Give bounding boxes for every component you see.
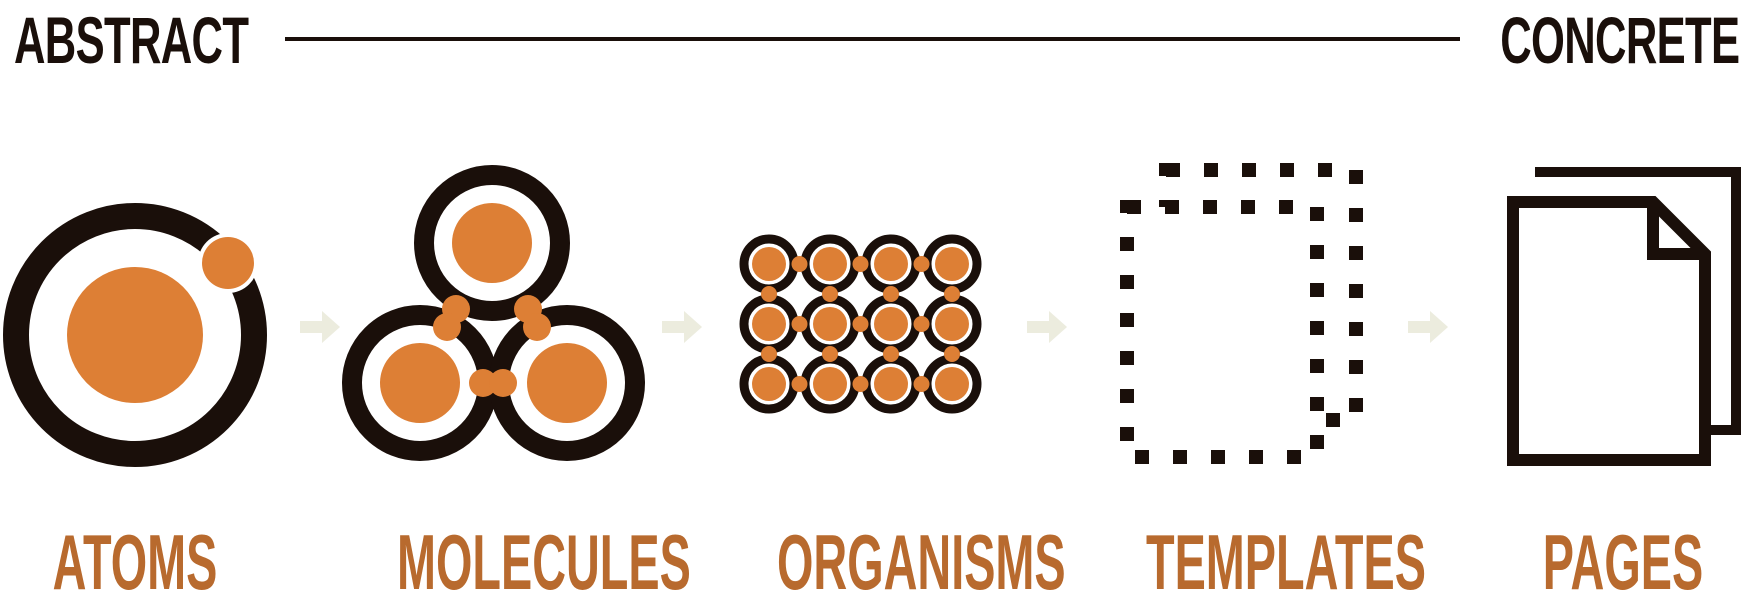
atom-icon [3,203,267,467]
abstract-label: ABSTRACT [14,3,249,77]
page-icon [1507,167,1741,466]
arrow-icon [300,311,340,343]
molecule-icon [342,165,645,461]
molecules-label: MOLECULES [397,518,691,606]
arrow-icon [1027,311,1067,343]
organism-icon [739,234,982,414]
concrete-label: CONCRETE [1499,3,1740,77]
arrow-icon [1408,311,1448,343]
organisms-label: ORGANISMS [777,518,1066,606]
arrow-icon [662,311,702,343]
templates-label: TEMPLATES [1146,518,1426,606]
spectrum-line [285,37,1460,41]
template-icon [1120,163,1363,464]
pages-label: PAGES [1542,518,1704,606]
atoms-label: ATOMS [52,518,218,606]
